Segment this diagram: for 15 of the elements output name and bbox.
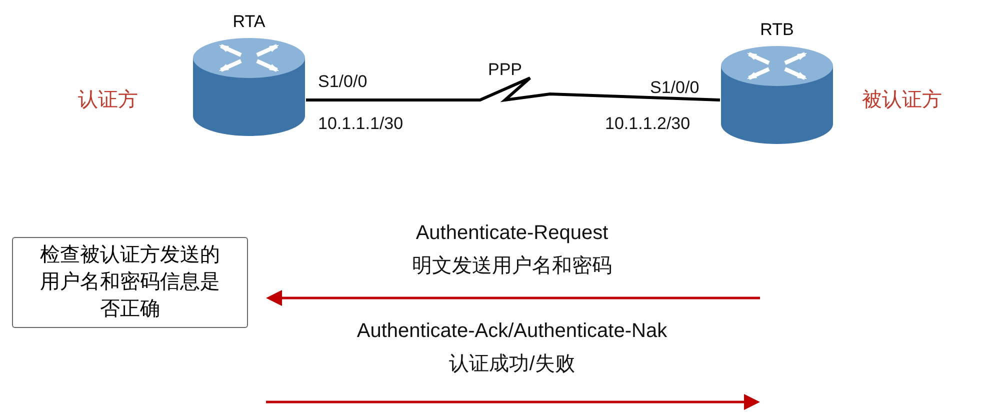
interface-label: S1/0/0 <box>318 72 368 92</box>
message-name: Authenticate-Request <box>416 222 608 245</box>
router-name: RTA <box>232 12 266 32</box>
router-name: RTB <box>759 20 795 40</box>
process-box: 检查被认证方发送的用户名和密码信息是否正确 <box>12 237 248 328</box>
role-label: 认证方 <box>78 88 138 113</box>
message-name: Authenticate-Ack/Authenticate-Nak <box>356 320 668 343</box>
ip-address: 10.1.1.1/30 <box>318 114 404 134</box>
edge-label: PPP <box>488 60 522 80</box>
role-label: 被认证方 <box>862 88 942 113</box>
message-description: 认证成功/失败 <box>449 352 575 377</box>
message-description: 明文发送用户名和密码 <box>412 254 612 279</box>
serial-link <box>306 76 720 102</box>
interface-label: S1/0/0 <box>650 78 700 98</box>
ip-address: 10.1.1.2/30 <box>605 114 690 134</box>
